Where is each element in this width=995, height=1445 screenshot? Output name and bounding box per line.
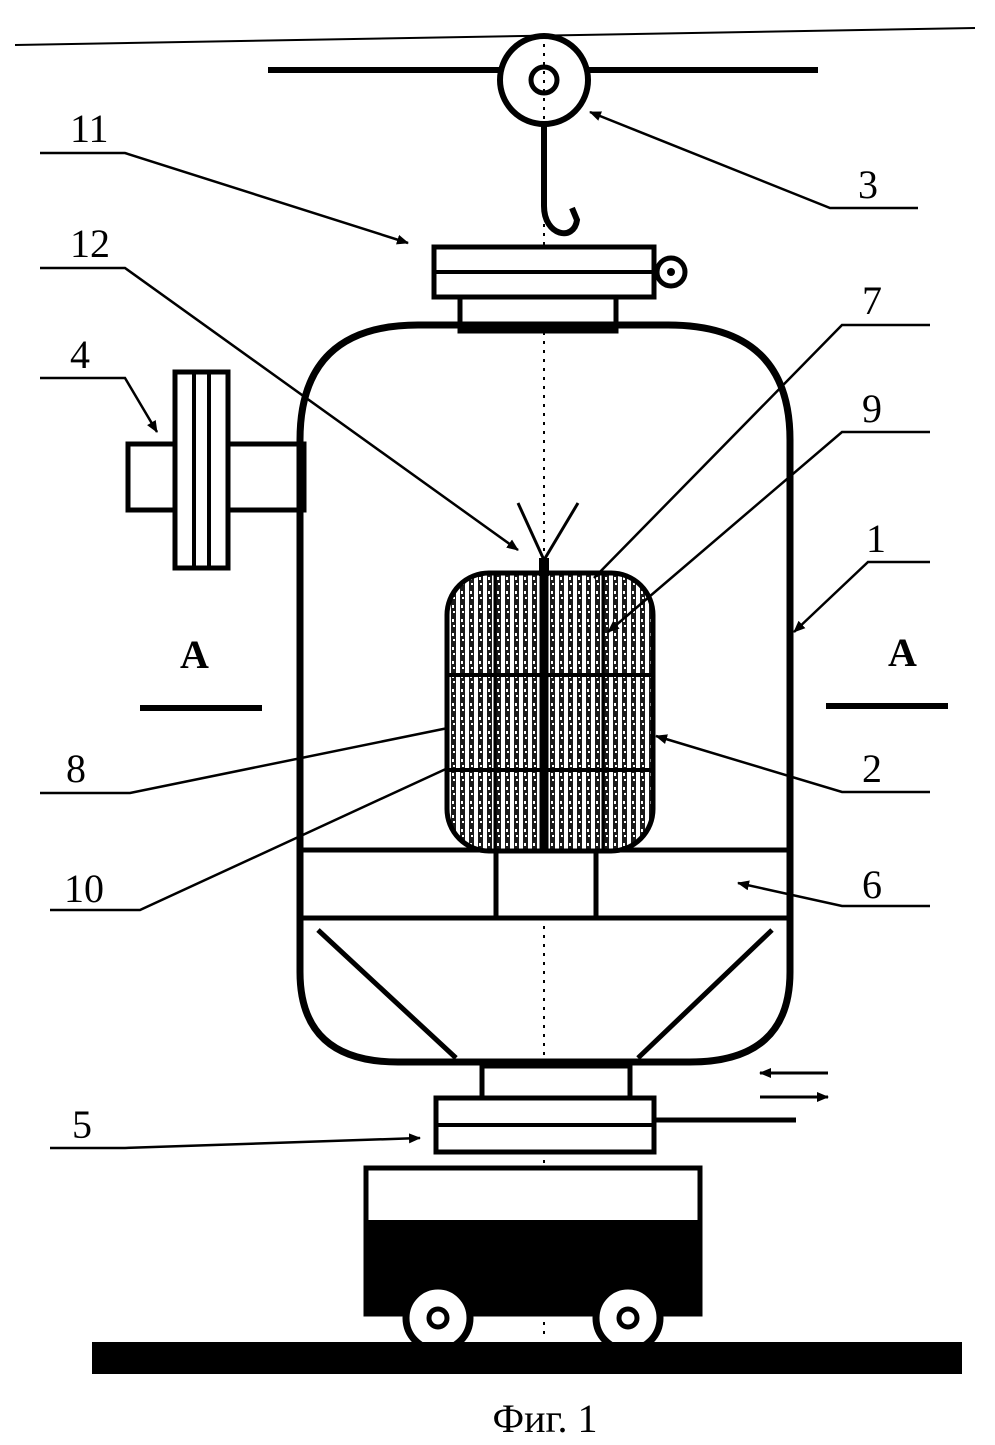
inlet-flange bbox=[128, 372, 304, 568]
transport-cart bbox=[366, 1168, 700, 1350]
basket bbox=[447, 503, 653, 851]
label-section-left: A bbox=[180, 632, 209, 677]
label-12: 12 bbox=[70, 221, 110, 266]
basket-clip bbox=[518, 503, 544, 560]
label-11: 11 bbox=[70, 106, 109, 151]
leader-6 bbox=[738, 883, 930, 906]
support-grate bbox=[300, 850, 790, 918]
label-5: 5 bbox=[72, 1102, 92, 1147]
figure-caption: Фиг. 1 bbox=[493, 1396, 598, 1441]
label-7: 7 bbox=[862, 278, 882, 323]
top-lid bbox=[434, 247, 685, 331]
label-4: 4 bbox=[70, 332, 90, 377]
label-8: 8 bbox=[66, 746, 86, 791]
bottom-cone bbox=[318, 930, 772, 1058]
top-border-line bbox=[15, 28, 975, 45]
leader-8 bbox=[40, 728, 448, 793]
label-1: 1 bbox=[866, 516, 886, 561]
label-2: 2 bbox=[862, 746, 882, 791]
bottom-valve bbox=[436, 1066, 828, 1152]
label-section-right: A bbox=[888, 630, 917, 675]
label-3: 3 bbox=[858, 162, 878, 207]
label-9: 9 bbox=[862, 386, 882, 431]
leader-4 bbox=[40, 378, 157, 432]
leader-1 bbox=[794, 562, 930, 632]
floor bbox=[92, 1342, 962, 1374]
label-10: 10 bbox=[64, 866, 104, 911]
leader-5 bbox=[50, 1138, 420, 1148]
leader-10 bbox=[50, 768, 448, 910]
label-6: 6 bbox=[862, 862, 882, 907]
crane-hook bbox=[544, 122, 577, 233]
